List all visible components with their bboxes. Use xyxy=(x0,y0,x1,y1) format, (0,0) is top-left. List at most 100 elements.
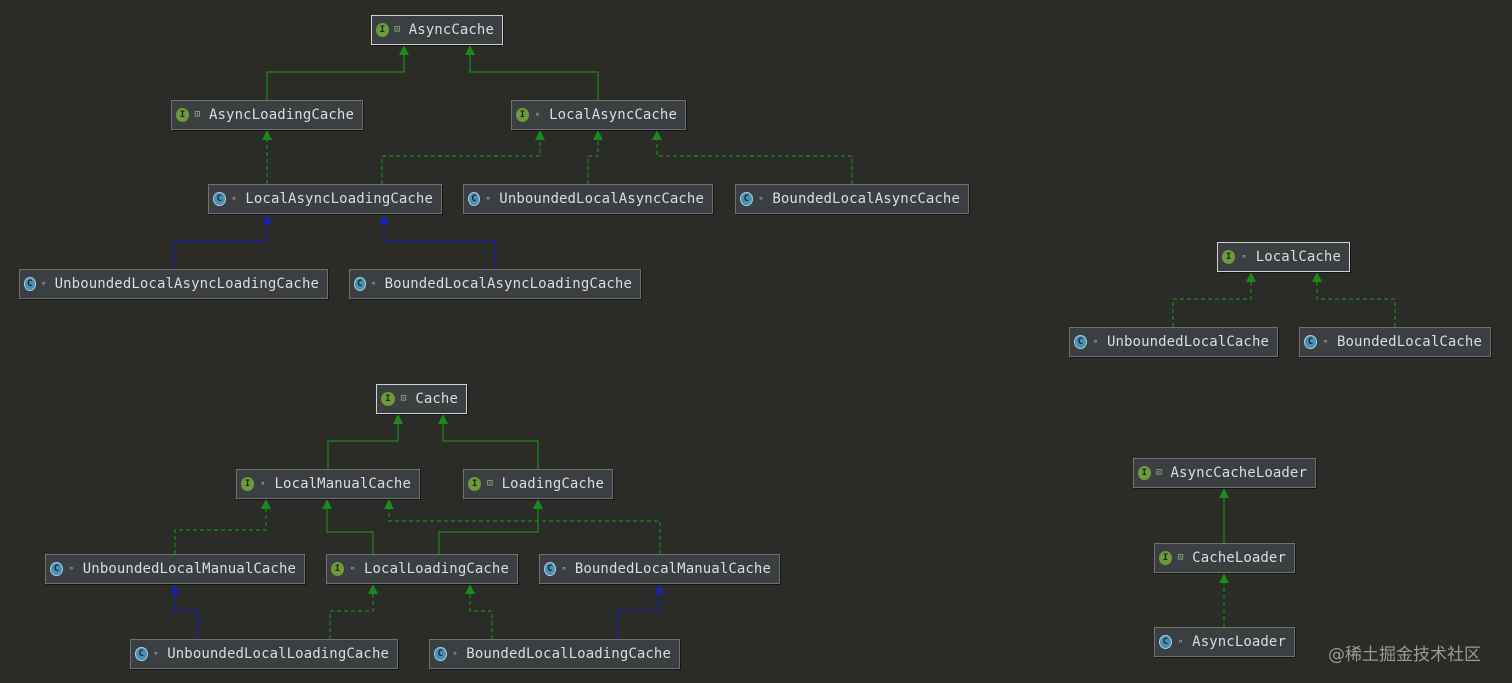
package-visibility-icon: ∘ xyxy=(153,649,159,659)
class-icon: C xyxy=(740,192,753,206)
arrowhead-boundedlocalcache-to-localcache xyxy=(1312,272,1322,282)
arrowhead-localloadingcache-to-localmanualcache xyxy=(322,499,332,509)
class-node-localasyncloadingcache[interactable]: C ∘ LocalAsyncLoadingCache xyxy=(208,184,442,214)
class-node-label: LoadingCache xyxy=(501,476,604,492)
class-node-loadingcache[interactable]: I⊡LoadingCache xyxy=(463,469,613,499)
class-node-unboundedlocalcache[interactable]: C∘UnboundedLocalCache xyxy=(1069,327,1278,357)
class-node-label: LocalAsyncCache xyxy=(549,107,677,123)
package-visibility-icon: ∘ xyxy=(231,194,237,204)
package-visibility-icon: ∘ xyxy=(349,564,356,574)
edge-localloadingcache-to-localmanualcache xyxy=(326,508,374,554)
class-node-localcache[interactable]: I∘LocalCache xyxy=(1217,242,1350,272)
arrowhead-localmanualcache-to-cache xyxy=(393,414,403,424)
package-visibility-icon: ∘ xyxy=(452,649,458,659)
package-visibility-icon: ∘ xyxy=(1177,637,1184,647)
watermark: @稀土掘金技术社区 xyxy=(1328,645,1481,665)
class-icon: C xyxy=(354,277,366,291)
interface-icon: I xyxy=(331,562,344,576)
public-lock-icon: ⊡ xyxy=(1156,467,1163,478)
edge-localmanualcache-to-cache xyxy=(327,423,399,469)
class-icon: C xyxy=(468,192,480,206)
arrowhead-boundedlocalasyncloadingcache-to-localasyncloadingcache xyxy=(379,214,389,224)
interface-icon: I xyxy=(176,108,189,122)
class-node-label: BoundedLocalManualCache xyxy=(574,561,771,577)
edge-unboundedlocalcache-to-localcache xyxy=(1172,281,1252,327)
edge-localasynccache-to-asynccache xyxy=(469,54,599,100)
arrowhead-unboundedlocalasyncloadingcache-to-localasyncloadingcache xyxy=(262,214,272,224)
edge-localasyncloadingcache-to-localasynccache xyxy=(381,139,541,184)
edge-asyncloadingcache-to-asynccache xyxy=(266,54,405,100)
edge-boundedlocalasynccache-to-localasynccache xyxy=(656,139,853,184)
class-node-label: UnboundedLocalLoadingCache xyxy=(167,646,389,662)
arrowhead-unboundedlocalasynccache-to-localasynccache xyxy=(593,130,603,140)
arrowhead-boundedlocalloadingcache-to-boundedlocalmanualcache xyxy=(654,584,664,594)
class-icon: C xyxy=(1074,335,1087,349)
class-node-boundedlocalloadingcache[interactable]: C∘BoundedLocalLoadingCache xyxy=(429,639,680,669)
public-lock-icon: ⊡ xyxy=(486,478,493,489)
edge-boundedlocalmanualcache-to-localmanualcache xyxy=(388,508,661,554)
arrowhead-localasyncloadingcache-to-asyncloadingcache xyxy=(262,130,272,140)
edge-unboundedlocalasyncloadingcache-to-localasyncloadingcache xyxy=(173,223,268,269)
class-icon: C xyxy=(24,277,36,291)
class-icon: C xyxy=(1304,335,1317,349)
class-node-label: LocalAsyncLoadingCache xyxy=(245,191,433,207)
edge-unboundedlocalasynccache-to-localasynccache xyxy=(587,139,599,184)
class-node-label: CacheLoader xyxy=(1192,550,1286,566)
class-node-localasynccache[interactable]: I∘LocalAsyncCache xyxy=(511,100,686,130)
class-node-label: Cache xyxy=(415,391,458,407)
class-node-label: BoundedLocalCache xyxy=(1337,334,1482,350)
class-node-asyncloadingcache[interactable]: I⊡AsyncLoadingCache xyxy=(171,100,363,130)
package-visibility-icon: ∘ xyxy=(370,279,377,289)
class-node-unboundedlocalmanualcache[interactable]: C∘UnboundedLocalManualCache xyxy=(45,554,305,584)
edge-unboundedlocalloadingcache-to-localloadingcache xyxy=(329,593,374,639)
class-icon: C xyxy=(544,562,556,576)
arrowhead-boundedlocalasynccache-to-localasynccache xyxy=(652,130,662,140)
package-visibility-icon: ∘ xyxy=(534,110,541,120)
class-node-boundedlocalmanualcache[interactable]: C ∘ BoundedLocalManualCache xyxy=(539,554,780,584)
class-node-asynccacheloader[interactable]: I⊡AsyncCacheLoader xyxy=(1133,458,1316,488)
arrowhead-boundedlocalmanualcache-to-localmanualcache xyxy=(384,499,394,509)
edge-localloadingcache-to-loadingcache xyxy=(438,508,539,554)
class-node-cache[interactable]: I ⊡ Cache xyxy=(376,384,467,414)
interface-icon: I xyxy=(376,23,389,37)
interface-icon: I xyxy=(1222,250,1236,264)
arrowhead-unboundedlocalcache-to-localcache xyxy=(1246,272,1256,282)
edge-boundedlocalloadingcache-to-boundedlocalmanualcache xyxy=(616,593,660,639)
class-node-boundedlocalcache[interactable]: C ∘ BoundedLocalCache xyxy=(1299,327,1491,357)
class-node-localloadingcache[interactable]: I∘LocalLoadingCache xyxy=(326,554,518,584)
edge-boundedlocalasyncloadingcache-to-localasyncloadingcache xyxy=(383,223,496,269)
package-visibility-icon: ∘ xyxy=(1241,252,1247,262)
arrowhead-unboundedlocalloadingcache-to-unboundedlocalmanualcache xyxy=(170,584,180,594)
class-node-unboundedlocalloadingcache[interactable]: C∘UnboundedLocalLoadingCache xyxy=(130,639,398,669)
class-node-label: AsyncCache xyxy=(408,22,494,38)
class-node-localmanualcache[interactable]: I∘LocalManualCache xyxy=(236,469,420,499)
interface-icon: I xyxy=(241,477,255,491)
public-lock-icon: ⊡ xyxy=(194,109,201,120)
class-node-boundedlocalasyncloadingcache[interactable]: C ∘ BoundedLocalAsyncLoadingCache xyxy=(349,269,641,299)
class-node-unboundedlocalasyncloadingcache[interactable]: C∘UnboundedLocalAsyncLoadingCache xyxy=(19,269,328,299)
interface-icon: I xyxy=(1159,551,1172,565)
class-node-asyncloader[interactable]: C ∘ AsyncLoader xyxy=(1154,627,1295,657)
arrowhead-unboundedlocalmanualcache-to-localmanualcache xyxy=(261,499,271,509)
class-node-boundedlocalasynccache[interactable]: C∘BoundedLocalAsyncCache xyxy=(735,184,969,214)
class-node-label: UnboundedLocalManualCache xyxy=(82,561,296,577)
edge-loadingcache-to-cache xyxy=(442,423,539,469)
package-visibility-icon: ∘ xyxy=(1322,337,1329,347)
public-lock-icon: ⊡ xyxy=(400,393,407,404)
package-visibility-icon: ∘ xyxy=(485,194,491,204)
arrowhead-cacheloader-to-asynccacheloader xyxy=(1219,488,1229,498)
class-node-label: AsyncLoader xyxy=(1192,634,1286,650)
interface-icon: I xyxy=(381,392,395,406)
class-node-label: BoundedLocalAsyncLoadingCache xyxy=(384,276,632,292)
class-node-cacheloader[interactable]: I⊡CacheLoader xyxy=(1154,543,1295,573)
class-node-label: BoundedLocalAsyncCache xyxy=(772,191,960,207)
class-node-label: LocalManualCache xyxy=(274,476,411,492)
package-visibility-icon: ∘ xyxy=(561,564,567,574)
class-icon: C xyxy=(1159,635,1172,649)
class-node-unboundedlocalasynccache[interactable]: C∘UnboundedLocalAsyncCache xyxy=(463,184,713,214)
arrowhead-localasynccache-to-asynccache xyxy=(465,45,475,55)
class-node-asynccache[interactable]: I⊡AsyncCache xyxy=(371,15,503,45)
class-icon: C xyxy=(213,192,226,206)
class-node-label: UnboundedLocalAsyncLoadingCache xyxy=(54,276,319,292)
